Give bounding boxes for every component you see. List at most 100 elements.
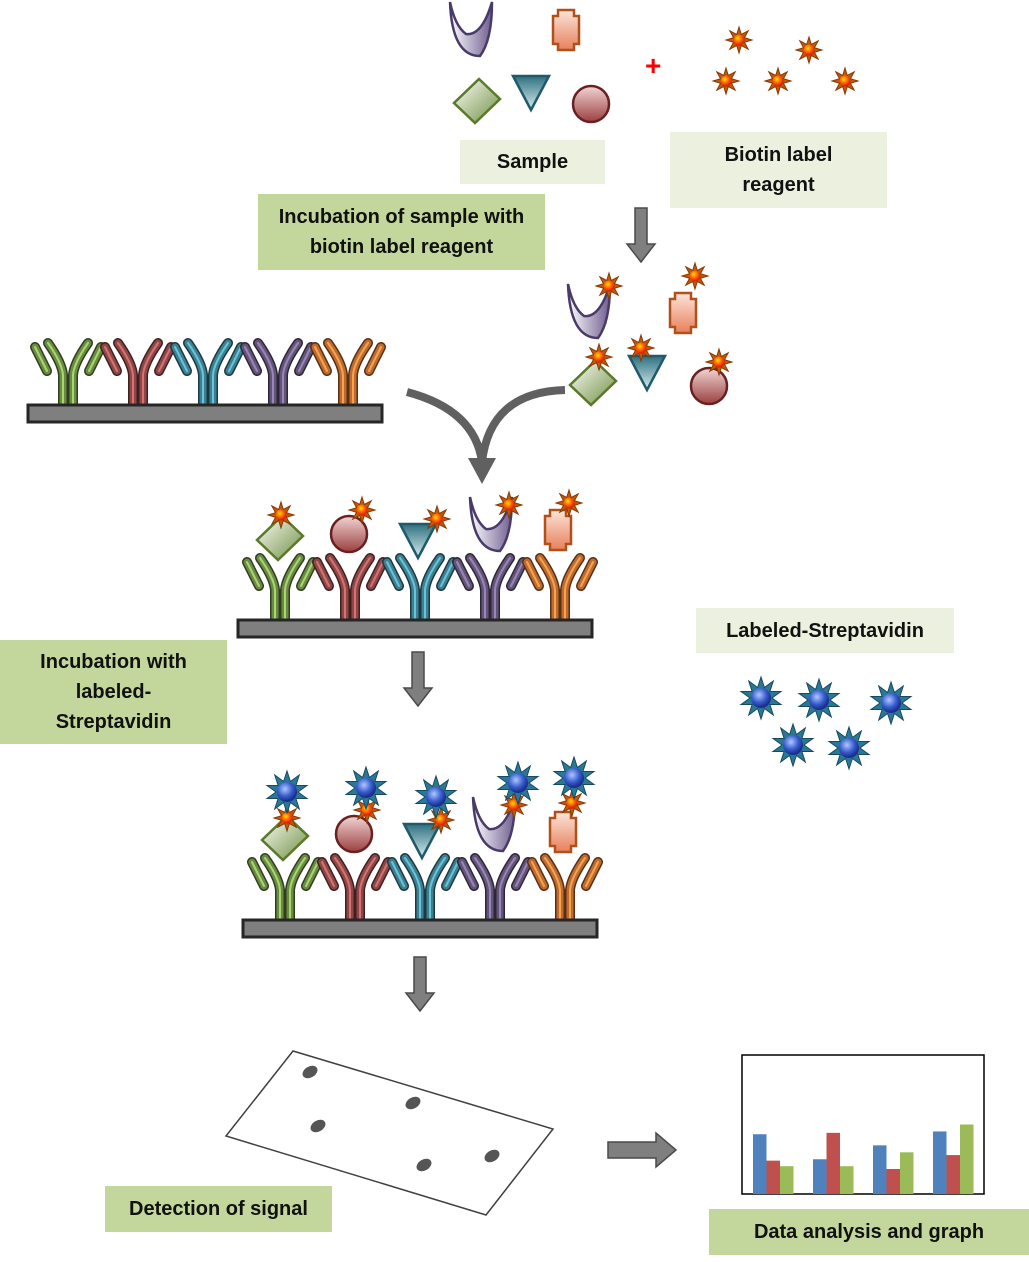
signal-spot: [484, 1149, 500, 1163]
streptavidin: [827, 725, 871, 771]
biotin-label-star: [494, 490, 524, 520]
antibody: [240, 338, 316, 410]
antigen-crescent: [468, 496, 514, 553]
antigen-bracket: [551, 8, 581, 52]
biotin-label-star: [554, 488, 584, 518]
antibody: [170, 338, 246, 410]
antigen-bracket: [668, 291, 698, 335]
biotin-label-star: [499, 790, 529, 820]
biotin-label-star: [626, 333, 656, 363]
antigen-bracket: [543, 508, 573, 552]
biotin-label-star: [704, 347, 734, 377]
antibody: [317, 853, 393, 925]
curved-arrow-left: [405, 388, 486, 463]
graph-bar-series2-group3: [886, 1168, 900, 1194]
curved-arrow-right: [478, 386, 566, 463]
label-detection: Detection of signal: [105, 1186, 332, 1232]
graph-bar-series3-group2: [840, 1166, 854, 1194]
graph-bar-series1-group4: [933, 1131, 947, 1194]
plus-sign: +: [645, 50, 662, 81]
antibody: [382, 553, 458, 625]
label-labeled-streptavidin: Labeled-Streptavidin: [696, 608, 954, 653]
streptavidin: [739, 675, 783, 721]
biotin-label-star: [724, 25, 754, 55]
streptavidin: [771, 722, 815, 768]
antigen-crescent: [448, 1, 494, 58]
graph-bar-series3-group3: [900, 1152, 914, 1194]
antibody: [312, 553, 388, 625]
antigen-circle: [334, 814, 374, 854]
down-arrow: [404, 956, 436, 1013]
label-sample: Sample: [460, 140, 605, 184]
antigen-circle: [689, 366, 729, 406]
plate: [26, 403, 384, 424]
antigen-circle: [329, 514, 369, 554]
signal-spot: [416, 1158, 432, 1172]
graph-bar-series3-group4: [960, 1124, 974, 1194]
curved-arrow-head: [468, 458, 496, 484]
antigen-triangle: [626, 354, 668, 393]
graph-bar-series2-group4: [946, 1155, 960, 1194]
antibody: [387, 853, 463, 925]
graph-bar-series2-group2: [826, 1132, 840, 1194]
label-data-analysis: Data analysis and graph: [709, 1209, 1029, 1255]
streptavidin: [265, 769, 309, 815]
biotin-label-star: [584, 342, 614, 372]
label-incubation-streptavidin: Incubation with labeled-Streptavidin: [0, 640, 227, 744]
streptavidin: [869, 680, 913, 726]
antigen-diamond: [568, 359, 618, 407]
biotin-label-star: [266, 500, 296, 530]
plate: [236, 618, 594, 639]
antigen-triangle: [510, 74, 552, 113]
streptavidin: [496, 760, 540, 806]
antibody: [310, 338, 386, 410]
biotin-label-star: [830, 66, 860, 96]
biotin-label-star: [594, 271, 624, 301]
streptavidin: [797, 677, 841, 723]
antibody: [30, 338, 106, 410]
antibody: [457, 853, 533, 925]
label-incubation-biotin: Incubation of sample with biotin label r…: [258, 194, 545, 270]
biotin-label-star: [426, 805, 456, 835]
antigen-triangle: [401, 822, 443, 861]
antigen-circle: [571, 84, 611, 124]
signal-spot: [405, 1096, 421, 1110]
antibody: [242, 553, 318, 625]
signal-spot: [310, 1119, 326, 1133]
biotin-label-star: [352, 795, 382, 825]
right-arrow: [607, 1131, 678, 1169]
antigen-diamond: [255, 514, 305, 562]
biotin-label-star: [794, 35, 824, 65]
biotin-label-star: [422, 504, 452, 534]
biotin-label-star: [347, 495, 377, 525]
biotin-label-star: [680, 261, 710, 291]
graph-bar-series2-group1: [766, 1160, 780, 1194]
down-arrow: [402, 651, 434, 708]
plate: [241, 918, 599, 939]
streptavidin: [414, 774, 458, 820]
antibody: [527, 853, 603, 925]
antigen-bracket: [548, 810, 578, 854]
biotin-label-star: [557, 788, 587, 818]
antibody: [452, 553, 528, 625]
biotin-label-star: [711, 66, 741, 96]
antibody: [522, 553, 598, 625]
antibody: [247, 853, 323, 925]
graph-bar-series1-group1: [753, 1134, 767, 1194]
antibody: [100, 338, 176, 410]
biotin-label-star: [272, 803, 302, 833]
antigen-diamond: [452, 77, 502, 125]
streptavidin: [344, 765, 388, 811]
antigen-triangle: [397, 522, 439, 561]
graph-bar-series1-group3: [873, 1145, 887, 1194]
down-arrow: [625, 207, 657, 264]
graph-bar-series1-group2: [813, 1159, 827, 1194]
graph-bar-series3-group1: [780, 1166, 794, 1194]
biotin-label-star: [763, 66, 793, 96]
detection-slide: [224, 1050, 555, 1216]
label-biotin-reagent: Biotin label reagent: [670, 132, 887, 208]
signal-spot: [302, 1065, 318, 1079]
streptavidin: [552, 755, 596, 801]
